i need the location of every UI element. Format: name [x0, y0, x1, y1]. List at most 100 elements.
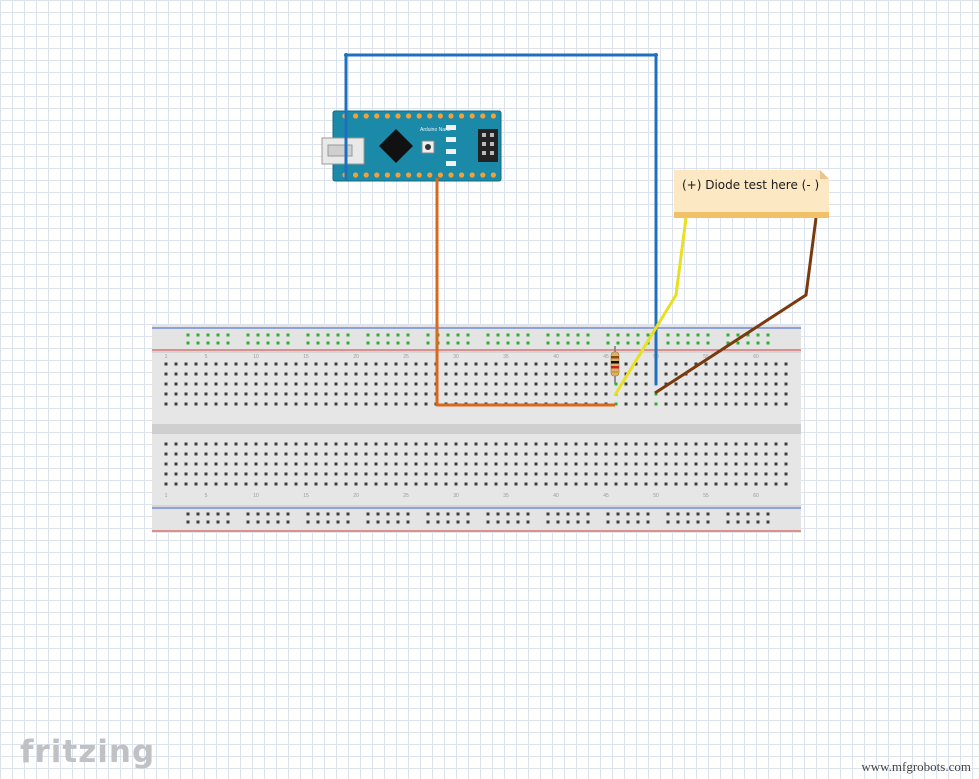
breadboard-hole [464, 392, 468, 396]
breadboard-hole [504, 472, 508, 476]
icsp-pin [482, 142, 486, 146]
breadboard-hole [474, 442, 478, 446]
breadboard-hole [426, 520, 430, 524]
breadboard-hole [274, 402, 278, 406]
breadboard-hole [274, 482, 278, 486]
column-number: 35 [503, 354, 509, 360]
breadboard-hole [784, 402, 788, 406]
icsp-pin [490, 151, 494, 155]
breadboard-hole [534, 442, 538, 446]
breadboard-hole [284, 392, 288, 396]
breadboard-hole [604, 462, 608, 466]
breadboard-hole [674, 472, 678, 476]
breadboard-hole [724, 472, 728, 476]
note-diode-test[interactable]: (+) Diode test here (- ) [674, 170, 829, 218]
breadboard-hole [224, 402, 228, 406]
breadboard-hole [634, 462, 638, 466]
breadboard-hole [464, 472, 468, 476]
breadboard-hole [524, 452, 528, 456]
breadboard-hole [264, 382, 268, 386]
breadboard-hole [624, 472, 628, 476]
breadboard-hole [624, 372, 628, 376]
breadboard-hole [424, 482, 428, 486]
breadboard-hole [494, 452, 498, 456]
breadboard-hole [756, 333, 760, 337]
breadboard-hole [624, 382, 628, 386]
breadboard-hole [326, 333, 330, 337]
breadboard-hole [294, 372, 298, 376]
breadboard-hole [574, 392, 578, 396]
breadboard-hole [234, 392, 238, 396]
breadboard-hole [584, 472, 588, 476]
breadboard-hole [326, 512, 330, 516]
breadboard-hole [244, 482, 248, 486]
breadboard-hole [624, 392, 628, 396]
breadboard-hole [226, 341, 230, 345]
breadboard-hole [286, 341, 290, 345]
breadboard-hole [276, 333, 280, 337]
breadboard-hole [726, 520, 730, 524]
breadboard-hole [676, 341, 680, 345]
breadboard-hole [294, 392, 298, 396]
breadboard-hole [394, 362, 398, 366]
breadboard-hole [514, 382, 518, 386]
breadboard-hole [714, 382, 718, 386]
breadboard-hole [424, 402, 428, 406]
icsp-pin [482, 133, 486, 137]
breadboard-hole [514, 392, 518, 396]
breadboard-hole [614, 452, 618, 456]
wire-orange[interactable] [435, 178, 615, 407]
breadboard-hole [454, 392, 458, 396]
breadboard-hole [404, 472, 408, 476]
header-pin [480, 113, 486, 119]
breadboard-hole [556, 512, 560, 516]
breadboard-hole [204, 402, 208, 406]
wire-brown[interactable] [654, 217, 818, 395]
breadboard-hole [344, 452, 348, 456]
breadboard-hole [196, 333, 200, 337]
breadboard-hole [734, 372, 738, 376]
breadboard-hole [664, 402, 668, 406]
breadboard-hole [484, 482, 488, 486]
breadboard-hole [234, 482, 238, 486]
column-number: 15 [303, 354, 309, 360]
breadboard-hole [434, 482, 438, 486]
breadboard-hole [234, 462, 238, 466]
breadboard-hole [516, 341, 520, 345]
breadboard-hole [784, 382, 788, 386]
breadboard-hole [484, 372, 488, 376]
breadboard-hole [396, 512, 400, 516]
column-number: 25 [403, 354, 409, 360]
breadboard-hole [354, 362, 358, 366]
breadboard-hole [244, 452, 248, 456]
breadboard-hole [466, 341, 470, 345]
breadboard-hole [694, 452, 698, 456]
breadboard-hole [564, 392, 568, 396]
icsp-pin [490, 133, 494, 137]
breadboard-hole [334, 392, 338, 396]
breadboard-hole [474, 462, 478, 466]
breadboard-hole [546, 520, 550, 524]
breadboard-hole [504, 362, 508, 366]
breadboard-hole [246, 333, 250, 337]
breadboard-hole [514, 462, 518, 466]
breadboard-hole [746, 512, 750, 516]
breadboard-hole [344, 392, 348, 396]
wire-blue[interactable] [344, 53, 658, 385]
breadboard-hole [754, 362, 758, 366]
breadboard-hole [586, 512, 590, 516]
breadboard-hole [274, 442, 278, 446]
breadboard-hole [444, 362, 448, 366]
breadboard-hole [534, 452, 538, 456]
column-number: 45 [603, 493, 609, 499]
breadboard-hole [456, 333, 460, 337]
breadboard-hole [184, 402, 188, 406]
breadboard-hole [464, 442, 468, 446]
breadboard-hole [444, 442, 448, 446]
breadboard-hole [766, 341, 770, 345]
breadboard-hole [664, 452, 668, 456]
breadboard-hole [294, 472, 298, 476]
wire-yellow[interactable] [613, 217, 688, 396]
breadboard-hole [614, 472, 618, 476]
breadboard-hole [386, 341, 390, 345]
